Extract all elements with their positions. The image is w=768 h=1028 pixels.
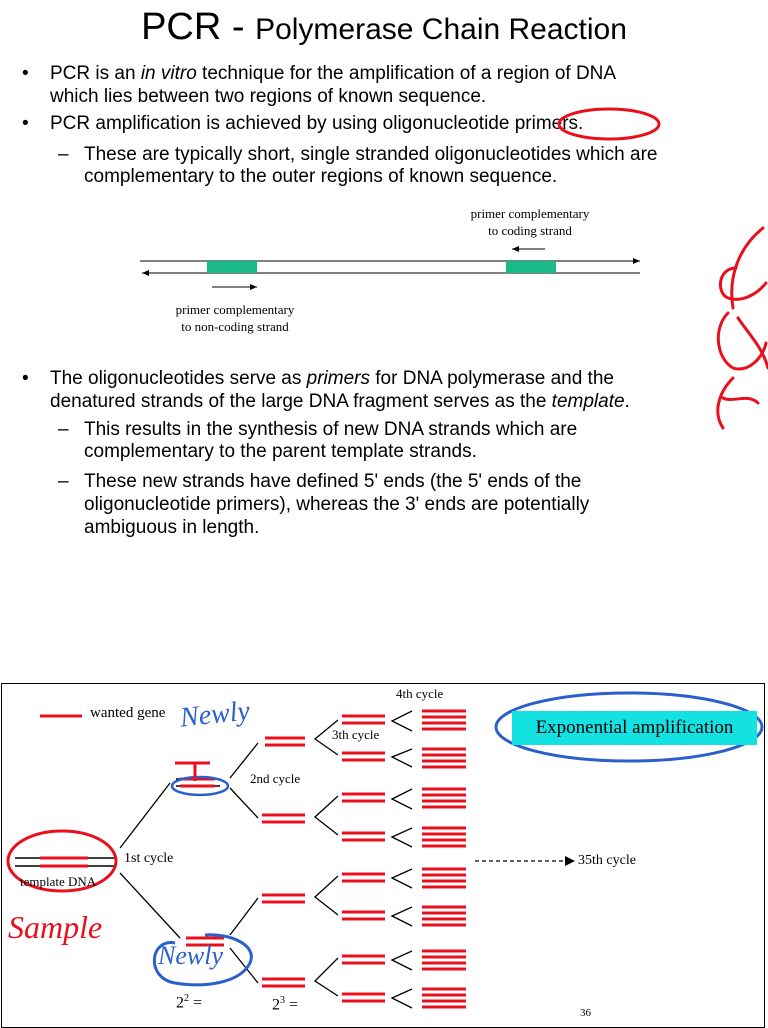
primers-annotation-circle	[557, 107, 661, 141]
template-circle	[6, 829, 118, 893]
sub-dash: –	[58, 471, 69, 492]
noncoding-primer-label: primer complementary to non-coding stran…	[175, 302, 295, 334]
pcr-figure: wanted gene template DNA 1st cycle 2nd c…	[0, 683, 768, 1028]
slide-title: PCR - Polymerase Chain Reaction	[0, 6, 768, 49]
exp-annotation-circle	[494, 691, 764, 763]
bullet-dot: •	[22, 113, 29, 134]
sample-handwriting: Sample	[8, 909, 103, 945]
pcr-tree	[6, 691, 764, 1009]
template-dna	[15, 856, 115, 868]
bullet-1-line-1: PCR is an in vitro technique for the amp…	[50, 63, 617, 84]
bullet-3-sub-2-line-2: oligonucleotide primers), whereas the 3'…	[84, 494, 590, 515]
cycle2-products	[262, 736, 305, 988]
bullet-2-line-1: PCR amplification is achieved by using o…	[50, 113, 584, 134]
bullet-2-sub-line-1: These are typically short, single strand…	[84, 144, 658, 165]
bullet-1-line-2: which lies between two regions of known …	[50, 86, 487, 107]
sub-dash: –	[58, 144, 69, 165]
cycle4-products	[422, 709, 466, 1009]
bullet-3-sub-2-line-3: ambiguous in length.	[84, 517, 260, 538]
bullet-3-sub-2-line-1: These new strands have defined 5' ends (…	[84, 471, 582, 492]
cycle3-products	[342, 714, 385, 1003]
title-sub: Polymerase Chain Reaction	[255, 13, 627, 46]
cycle1-label: 1st cycle	[124, 851, 174, 866]
cycle3-label: 3th cycle	[332, 727, 380, 742]
power-2-label: 22 =	[176, 993, 203, 1012]
noncoding-primer-box	[207, 261, 257, 273]
legend-label: wanted gene	[90, 705, 166, 721]
bullet-3-line-1: The oligonucleotides serve as primers fo…	[50, 368, 614, 389]
sub-dash: –	[58, 419, 69, 440]
title-main: PCR -	[141, 6, 256, 48]
bullet-dot: •	[22, 63, 29, 84]
newly2-scribble	[152, 933, 253, 987]
power-36-label: 36	[580, 1007, 591, 1019]
bullet-3-sub-1-line-2: complementary to the parent template str…	[84, 441, 477, 462]
cycle1-product-bottom	[186, 936, 224, 947]
cycle3-branches	[313, 719, 339, 997]
bullet-dot: •	[22, 368, 29, 389]
coding-primer-box	[506, 261, 556, 273]
cycle2-label: 2nd cycle	[250, 771, 301, 786]
margin-scribble	[716, 226, 768, 430]
cycle35-label: 35th cycle	[578, 853, 636, 868]
bullet-3-sub-1-line-1: This results in the synthesis of new DNA…	[84, 419, 578, 440]
power-3-label: 23 =	[272, 995, 299, 1014]
newly-circle	[170, 775, 230, 797]
newly2-handwriting: Newly	[158, 941, 223, 970]
bullet-3-line-2: denatured strands of the large DNA fragm…	[50, 391, 630, 412]
exponential-amplification-label: Exponential amplification	[512, 711, 757, 745]
cycle4-branches	[390, 710, 413, 1009]
coding-primer-label: primer complementary to coding strand	[470, 206, 590, 238]
template-label: template DNA	[20, 874, 97, 889]
bullet-2-sub-line-2: complementary to the outer regions of kn…	[84, 166, 558, 187]
cycle4-label: 4th cycle	[396, 686, 444, 701]
primer-diagram	[140, 107, 661, 290]
